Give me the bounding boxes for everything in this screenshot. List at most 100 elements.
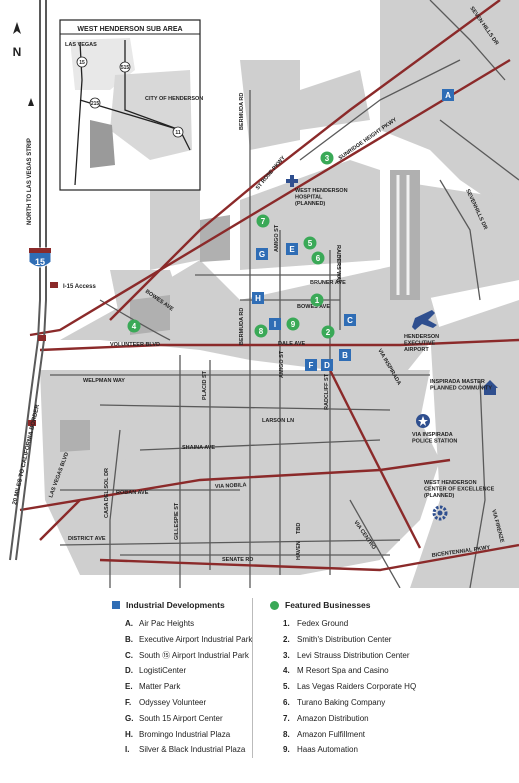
i15-access-points — [28, 335, 46, 426]
legend-industrial-item: E.Matter Park — [125, 679, 252, 695]
legend-industrial-name: Bromingo Industrial Plaza — [139, 729, 231, 739]
legend-business-key: 7. — [283, 713, 290, 723]
industrial-marker-f[interactable]: F — [305, 359, 317, 371]
i15-shield-number: 15 — [35, 257, 45, 267]
business-marker-2[interactable]: 2 — [321, 325, 335, 339]
legend-business-item: 4.M Resort Spa and Casino — [283, 663, 416, 679]
runways — [396, 175, 410, 295]
inset-title: WEST HENDERSON SUB AREA — [77, 26, 182, 33]
legend-business-key: 6. — [283, 697, 290, 707]
svg-text:7: 7 — [261, 217, 266, 226]
legend-industrial-key: A. — [125, 619, 133, 628]
compass-n: N — [13, 45, 22, 59]
legend-industrial-name: Odyssey Volunteer — [139, 697, 207, 707]
business-marker-8[interactable]: 8 — [254, 324, 268, 338]
inset-shield: 515 — [121, 65, 130, 71]
legend-industrial-item: C.South ⑮ Airport Industrial Park — [125, 648, 252, 664]
business-marker-5[interactable]: 5 — [303, 236, 317, 250]
svg-text:VOLUNTEER BLVD: VOLUNTEER BLVD — [110, 342, 160, 348]
industrial-marker-d[interactable]: D — [321, 359, 333, 371]
industrial-marker-i[interactable]: I — [269, 318, 281, 330]
svg-text:D: D — [324, 361, 330, 370]
legend-business-item: 1. Fedex Ground — [283, 616, 416, 632]
svg-text:LARSON LN: LARSON LN — [262, 418, 294, 424]
svg-text:ROBAN AVE: ROBAN AVE — [116, 490, 149, 496]
industrial-marker-h[interactable]: H — [252, 292, 264, 304]
legend-business-item: 6.Turano Baking Company — [283, 695, 416, 711]
legend-business-key: 3. — [283, 650, 290, 660]
police-badge-icon — [416, 414, 430, 428]
legend-business-item: 2. Smith's Distribution Center — [283, 632, 416, 648]
legend-industrial-item: I. Silver & Black Industrial Plaza — [125, 742, 252, 758]
svg-text:PLACID ST: PLACID ST — [202, 370, 208, 400]
legend: Industrial Developments A.Air Pac Height… — [0, 588, 519, 783]
svg-text:3: 3 — [325, 154, 330, 163]
legend-business-item: 7. Amazon Distribution — [283, 711, 416, 727]
svg-text:8: 8 — [259, 327, 264, 336]
legend-business-key: 2. — [283, 634, 290, 644]
i15-access-label: I-15 Access — [63, 284, 96, 290]
industrial-marker-b[interactable]: B — [339, 349, 351, 361]
legend-industrial-key: F. — [125, 697, 132, 707]
legend-industrial-key: I. — [125, 745, 130, 755]
legend-business-name: Levi Strauss Distribution Center — [297, 650, 410, 660]
business-marker-7[interactable]: 7 — [256, 214, 270, 228]
legend-business-name: Smith's Distribution Center — [297, 634, 392, 644]
legend-industrial-name: Air Pac Heights — [139, 619, 195, 628]
legend-industrial-name: LogistiCenter — [139, 666, 187, 676]
legend-business-item: 8.Amazon Fulfillment — [283, 727, 416, 743]
legend-industrial-item: F. Odyssey Volunteer — [125, 695, 252, 711]
svg-text:RAIDERS WAY: RAIDERS WAY — [335, 245, 341, 284]
svg-text:WELPMAN WAY: WELPMAN WAY — [83, 378, 125, 384]
legend-business-name: Fedex Ground — [297, 619, 349, 628]
svg-text:BOWES AVE: BOWES AVE — [297, 304, 330, 310]
compass: N — [13, 22, 22, 59]
legend-industrial-name: Silver & Black Industrial Plaza — [139, 745, 246, 755]
svg-text:TBD: TBD — [296, 523, 302, 534]
svg-text:AMIGO ST: AMIGO ST — [279, 350, 285, 378]
svg-text:F: F — [309, 361, 314, 370]
legend-business-name: Amazon Distribution — [297, 713, 369, 723]
industrial-marker-a[interactable]: A — [442, 89, 454, 101]
business-marker-9[interactable]: 9 — [286, 317, 300, 331]
hospital-icon — [286, 175, 298, 187]
svg-text:4: 4 — [132, 322, 137, 331]
svg-text:AMIGO ST: AMIGO ST — [274, 224, 280, 252]
inset-shield: 215 — [91, 101, 100, 107]
legend-industrial: Industrial Developments A.Air Pac Height… — [112, 600, 252, 758]
svg-text:DALE AVE: DALE AVE — [278, 341, 306, 347]
industrial-marker-e[interactable]: E — [286, 243, 298, 255]
legend-divider — [252, 598, 253, 758]
map[interactable]: WEST HENDERSON SUB AREA LAS VEGAS CITY O… — [0, 0, 519, 588]
map-canvas: WEST HENDERSON SUB AREA LAS VEGAS CITY O… — [9, 0, 519, 588]
business-marker-1[interactable]: 1 — [310, 293, 324, 307]
i15-access-key — [50, 282, 58, 288]
legend-industrial-name: Executive Airport Industrial Park — [139, 634, 253, 644]
svg-text:2: 2 — [326, 328, 331, 337]
north-arrow-icon — [28, 98, 34, 106]
industrial-marker-g[interactable]: G — [256, 248, 268, 260]
legend-industrial-key: C. — [125, 650, 133, 660]
svg-text:VIA NOBILA: VIA NOBILA — [215, 482, 247, 490]
business-marker-6[interactable]: 6 — [311, 251, 325, 265]
legend-industrial-item: G.South 15 Airport Center — [125, 711, 252, 727]
airport-icon — [412, 310, 437, 330]
inset-label-henderson: CITY OF HENDERSON — [145, 96, 203, 102]
svg-text:RADCLIFF ST: RADCLIFF ST — [324, 373, 330, 410]
legend-business-key: 1. — [283, 619, 290, 628]
svg-text:6: 6 — [316, 254, 321, 263]
legend-industrial-key: E. — [125, 682, 133, 692]
legend-business-key: 8. — [283, 729, 290, 739]
legend-business-item: 9.Haas Automation — [283, 742, 416, 758]
inset-map: WEST HENDERSON SUB AREA LAS VEGAS CITY O… — [59, 19, 203, 191]
business-marker-4[interactable]: 4 — [127, 319, 141, 333]
industrial-marker-c[interactable]: C — [344, 314, 356, 326]
legend-business-key: 9. — [283, 745, 290, 755]
business-marker-3[interactable]: 3 — [320, 151, 334, 165]
house-icon — [482, 380, 498, 395]
